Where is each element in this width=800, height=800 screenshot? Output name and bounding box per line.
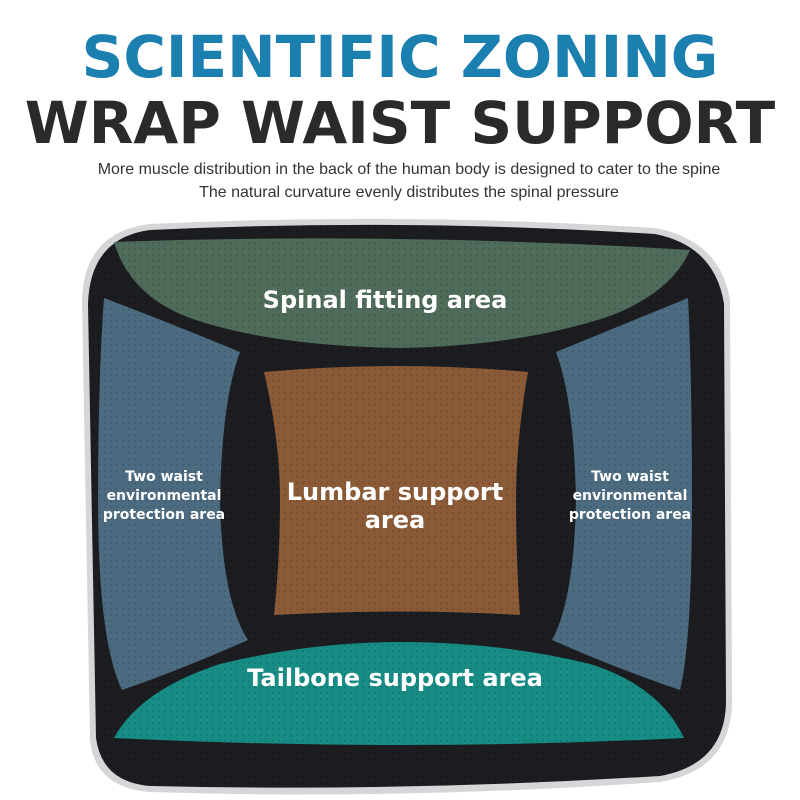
subtitle-line1: More muscle distribution in the back of …	[97, 161, 721, 178]
headline-line1: SCIENTIFIC ZONING	[81, 23, 719, 91]
spinal-fitting-label: Spinal fitting area	[262, 286, 508, 314]
subtitle-line2: The natural curvature evenly distributes…	[199, 184, 619, 201]
left-waist-label: Two waist environmental protection area	[102, 469, 226, 523]
lumbar-support-label: Lumbar support area	[286, 478, 504, 534]
right-waist-label: Two waist environmental protection area	[568, 469, 692, 523]
tailbone-support-label: Tailbone support area	[247, 664, 543, 692]
headline-line2: WRAP WAIST SUPPORT	[24, 89, 776, 157]
